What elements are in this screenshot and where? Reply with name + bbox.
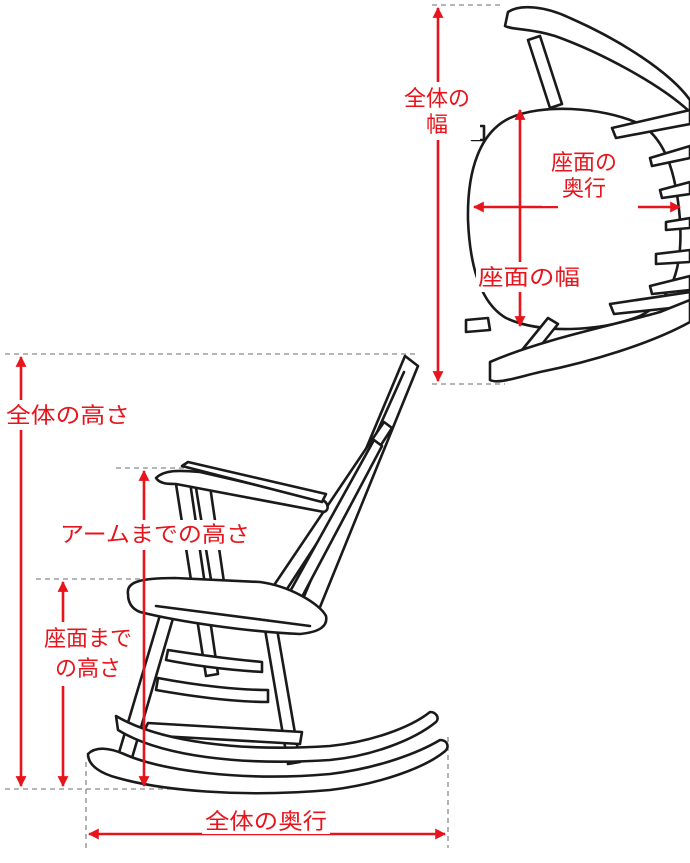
seat-height-label: 座面までの高さ	[44, 627, 132, 682]
seat-height-label-line-1: 座面まで	[44, 627, 132, 652]
overall-height-label: 全体の高さ	[6, 404, 130, 429]
seat-height-label-bg	[40, 622, 136, 686]
seat-depth-label-line-2: 奥行	[562, 177, 606, 202]
seat-depth-label-bg	[542, 146, 626, 206]
seat-height-label-line-2: の高さ	[55, 657, 121, 682]
arm-height-label: アームまでの高さ	[60, 523, 250, 548]
overall-height-label-bg	[6, 400, 134, 430]
seat-depth-label-line-1: 座面の	[551, 151, 617, 176]
overall-width-label-line-1: 全体の	[404, 87, 470, 112]
chair-side-outline	[86, 354, 449, 795]
overall-width-label-bg	[394, 82, 480, 140]
seat-depth-label: 座面の奥行	[551, 151, 617, 202]
top-view: 全体の幅 座面の奥行 座面の幅	[394, 4, 690, 385]
overall-depth-label: 全体の奥行	[205, 810, 327, 835]
overall-width-label-line-2: 幅	[426, 113, 448, 138]
seat-width-label-bg	[476, 262, 582, 292]
overall-width-label: 全体の幅	[404, 87, 470, 138]
side-view: 全体の高さ アームまでの高さ 座面までの高さ 全体の奥行	[5, 353, 449, 848]
overall-depth-label-bg	[202, 808, 330, 834]
seat-width-label: 座面の幅	[478, 266, 580, 291]
arm-height-label-bg	[58, 520, 252, 550]
